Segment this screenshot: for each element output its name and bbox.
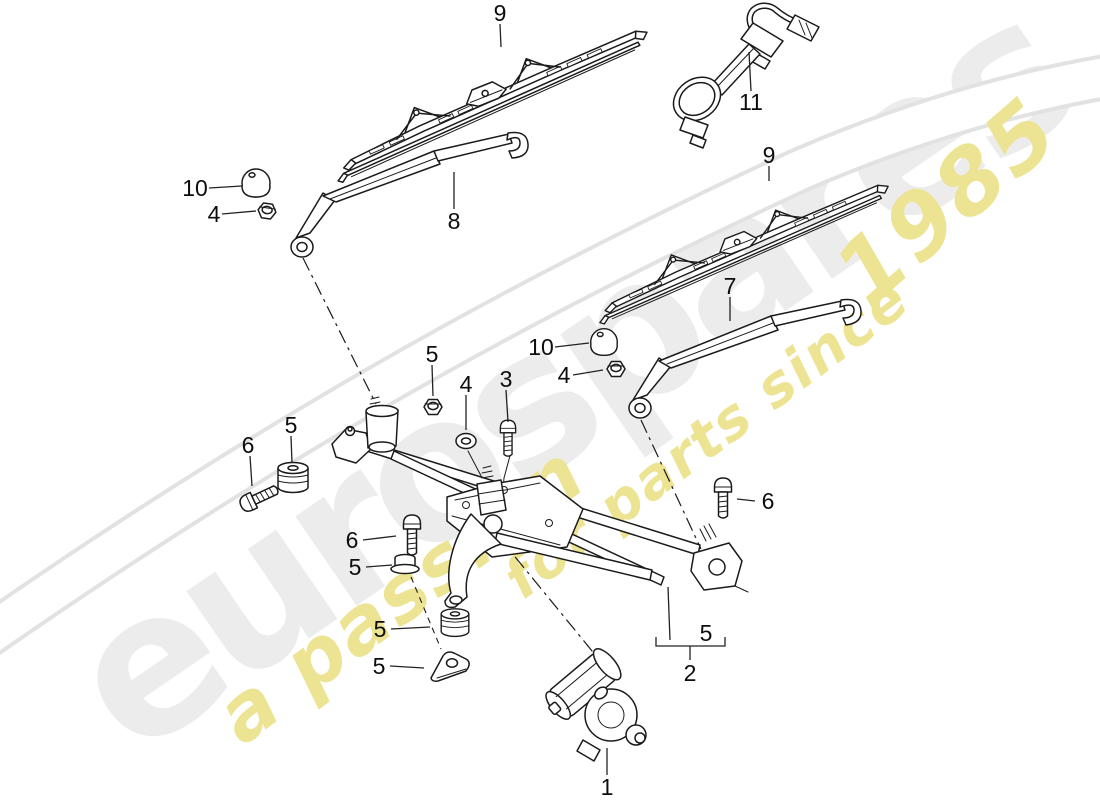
axis-center-to-motor xyxy=(497,535,607,669)
wiper-linkage-frame xyxy=(331,396,749,609)
callout-leader-5 xyxy=(290,435,293,464)
bolt-3 xyxy=(499,419,517,457)
callout-leader-9 xyxy=(499,23,502,48)
frame-center-spindle xyxy=(476,465,507,534)
callout-leader-3 xyxy=(505,389,509,423)
arm-hook xyxy=(839,298,862,326)
callout-label-7-3[interactable]: 7 xyxy=(724,273,737,299)
callout-leader-10 xyxy=(208,185,243,189)
grommet-5-middle xyxy=(390,553,420,575)
callout-label-4-10[interactable]: 4 xyxy=(460,371,473,397)
callout-label-3-11[interactable]: 3 xyxy=(500,366,513,392)
motor-mount-tab xyxy=(576,739,601,762)
callout-label-5-16[interactable]: 5 xyxy=(374,616,387,642)
wiper-arm-left xyxy=(290,131,529,258)
callout-label-9-2[interactable]: 9 xyxy=(763,142,776,168)
axis-left-arm-to-spindle xyxy=(302,257,377,405)
clamp-5 xyxy=(430,651,470,682)
callout-label-4-8[interactable]: 4 xyxy=(558,362,571,388)
callout-leader-5 xyxy=(655,637,726,647)
wiper-blade-left xyxy=(321,12,658,185)
nut-left-4 xyxy=(256,201,278,221)
grommet-5-left xyxy=(277,461,309,494)
axis-right-arm-to-spindle xyxy=(640,419,702,550)
callout-label-4-5[interactable]: 4 xyxy=(208,201,221,227)
swoosh-band-fill xyxy=(0,58,1100,651)
callout-label-6-12[interactable]: 6 xyxy=(242,432,255,458)
callout-label-2-20[interactable]: 2 xyxy=(684,660,697,686)
callout-leader-6 xyxy=(249,455,253,487)
callout-leader-5 xyxy=(389,665,425,669)
callout-label-10-4[interactable]: 10 xyxy=(182,175,208,201)
nut-5 xyxy=(423,398,443,416)
bolt-6-middle xyxy=(402,514,422,556)
callout-leader-4 xyxy=(572,369,604,376)
callout-label-11-1[interactable]: 11 xyxy=(739,89,763,115)
callout-label-5-13[interactable]: 5 xyxy=(285,412,298,438)
callout-leader-4 xyxy=(221,210,257,215)
bolt-6-right xyxy=(713,477,733,519)
frame-left-spindle xyxy=(365,396,399,453)
switch-collar xyxy=(740,22,784,58)
callout-leader-6 xyxy=(362,535,397,541)
motor-gear-housing xyxy=(584,688,638,742)
callout-leader-10 xyxy=(554,342,590,348)
cap-left xyxy=(241,168,271,198)
nut-right-4 xyxy=(606,360,626,378)
bolt-6-left xyxy=(236,480,282,515)
callout-leader-5 xyxy=(390,626,431,630)
frame-right-end xyxy=(690,523,749,593)
washer-4 xyxy=(455,432,477,450)
callout-leader-11 xyxy=(748,51,752,92)
wiper-switch-sensor xyxy=(672,2,820,149)
callout-label-8-6[interactable]: 8 xyxy=(448,208,461,234)
axis-grommet-to-foot xyxy=(410,576,442,650)
cap-right xyxy=(589,327,619,357)
callout-label-6-18[interactable]: 6 xyxy=(762,488,775,514)
connection-lines xyxy=(302,257,702,669)
wiper-arm-right xyxy=(628,298,862,419)
callout-leader-5 xyxy=(431,364,434,397)
callout-leader-5 xyxy=(365,564,393,568)
callout-leader-6 xyxy=(736,498,756,502)
callout-label-5-9[interactable]: 5 xyxy=(426,341,439,367)
frame-support-arm xyxy=(444,513,502,609)
callout-label-10-7[interactable]: 10 xyxy=(528,334,554,360)
callout-label-5-17[interactable]: 5 xyxy=(373,653,386,679)
callout-label-5-19[interactable]: 5 xyxy=(700,620,713,646)
callout-label-6-14[interactable]: 6 xyxy=(346,527,359,553)
grommet-5-lower xyxy=(440,608,470,638)
callout-label-9-0[interactable]: 9 xyxy=(494,0,507,26)
callout-leader-5 xyxy=(667,586,671,641)
arm-hook xyxy=(506,131,529,159)
callout-label-5-15[interactable]: 5 xyxy=(349,554,362,580)
wiper-motor xyxy=(545,648,647,762)
support-foot-hole xyxy=(449,595,463,605)
motor-output-shaft xyxy=(593,686,609,700)
callout-label-1-21[interactable]: 1 xyxy=(601,774,614,800)
